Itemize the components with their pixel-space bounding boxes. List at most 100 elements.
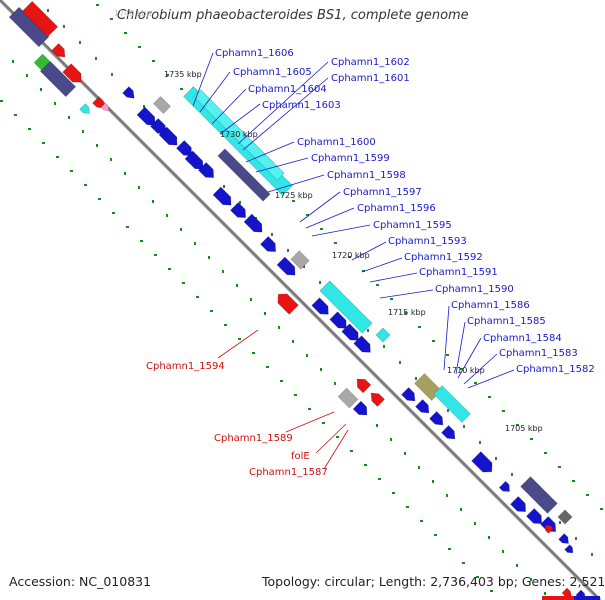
gene-arrow-blue[interactable] (441, 425, 459, 443)
gene-arrow-red[interactable] (92, 96, 108, 112)
gene-label[interactable]: Cphamn1_1598 (327, 170, 406, 181)
gene-label[interactable]: Cphamn1_1597 (343, 187, 422, 198)
gene-arrow-blue[interactable] (471, 451, 497, 477)
gene-feature-red[interactable] (21, 0, 59, 38)
gene-label[interactable]: folE (291, 451, 310, 462)
gene-arrow-red[interactable] (274, 290, 299, 315)
gc-dot (306, 354, 308, 357)
gene-arrow-blue[interactable] (558, 533, 572, 547)
gene-arrow-red[interactable] (62, 63, 86, 87)
gc-dot (0, 100, 3, 102)
gene-label[interactable]: Cphamn1_1585 (467, 316, 546, 327)
gene-feature-cyan[interactable] (375, 327, 391, 343)
gene-arrow-blue[interactable] (429, 411, 447, 429)
genome-summary-text: Topology: circular; Length: 2,736,403 bp… (262, 574, 605, 589)
gene-arrow-red[interactable] (543, 523, 554, 534)
gene-arrow-blue[interactable] (198, 162, 217, 181)
gc-dot (126, 226, 129, 228)
gene-feature-cyan[interactable] (319, 280, 373, 334)
gene-label[interactable]: Cphamn1_1600 (297, 137, 376, 148)
gene-arrow-blue[interactable] (329, 311, 351, 333)
gene-arrow-cyan[interactable] (79, 103, 93, 117)
gene-feature-cyan[interactable] (433, 385, 471, 423)
gene-feature-darkgray[interactable] (557, 509, 573, 525)
gene-label[interactable]: Cphamn1_1602 (331, 57, 410, 68)
gene-arrow-blue[interactable] (260, 236, 279, 255)
gc-dot (28, 128, 31, 130)
leader-line (237, 61, 329, 145)
label-leader-lines (192, 52, 515, 470)
gene-label[interactable]: Cphamn1_1594 (146, 361, 225, 372)
gene-arrow-blue[interactable] (276, 256, 299, 279)
gene-label[interactable]: Cphamn1_1603 (262, 100, 341, 111)
gene-arrow-blue[interactable] (176, 140, 195, 159)
gene-label[interactable]: Cphamn1_1596 (357, 203, 436, 214)
gc-dot (84, 184, 87, 186)
gc-dot (479, 441, 481, 444)
gene-label[interactable]: Cphamn1_1595 (373, 220, 452, 231)
gene-label[interactable]: Cphamn1_1593 (388, 236, 467, 247)
gene-label[interactable]: Cphamn1_1592 (404, 252, 483, 263)
gene-arrow-blue[interactable] (311, 297, 333, 319)
gene-arrow-pink[interactable] (100, 102, 111, 113)
gene-label[interactable]: Cphamn1_1583 (499, 348, 578, 359)
gene-arrow-blue[interactable] (212, 186, 235, 209)
gc-dot (98, 198, 101, 200)
gc-dot (334, 242, 337, 244)
gc-dot (292, 200, 295, 202)
gene-label[interactable]: Cphamn1_1605 (233, 67, 312, 78)
gene-arrow-blue[interactable] (352, 400, 371, 419)
gene-feature-navy[interactable] (217, 148, 271, 202)
gene-arrow-blue[interactable] (510, 496, 529, 515)
gene-label[interactable]: Cphamn1_1582 (516, 364, 595, 375)
gene-label[interactable]: Cphamn1_1589 (214, 433, 293, 444)
gene-feature-navy[interactable] (39, 60, 77, 98)
gc-dot (392, 492, 395, 494)
gc-dot (239, 201, 241, 204)
gc-dot (63, 25, 65, 28)
gene-arrow-blue[interactable] (353, 335, 375, 357)
gene-feature-gray[interactable] (337, 387, 359, 409)
gene-arrow-blue[interactable] (184, 150, 207, 173)
gene-arrow-blue[interactable] (564, 544, 576, 556)
gc-dot (42, 142, 45, 144)
gene-feature-gray[interactable] (290, 250, 310, 270)
gc-dot (530, 438, 533, 440)
gene-label[interactable]: Cphamn1_1599 (311, 153, 390, 164)
leader-line (305, 207, 355, 229)
gc-dot (292, 340, 294, 343)
leader-line (299, 191, 341, 223)
gene-label[interactable]: Cphamn1_1586 (451, 300, 530, 311)
gene-label[interactable]: Cphamn1_1601 (331, 73, 410, 84)
gene-arrow-blue[interactable] (498, 480, 512, 494)
gene-arrow-red[interactable] (353, 375, 372, 394)
gene-feature-cyan[interactable] (193, 89, 285, 181)
gene-label[interactable]: Cphamn1_1591 (419, 267, 498, 278)
gc-dot (47, 9, 49, 12)
gene-arrow-blue[interactable] (526, 508, 545, 527)
gene-arrow-blue[interactable] (122, 86, 138, 102)
gene-arrow-red[interactable] (368, 390, 385, 407)
gc-dot (367, 329, 369, 332)
gene-arrow-blue[interactable] (158, 126, 181, 149)
gene-label[interactable]: Cphamn1_1590 (435, 284, 514, 295)
gene-arrow-blue[interactable] (401, 387, 419, 405)
gene-arrow-blue[interactable] (243, 213, 266, 236)
gene-arrow-blue[interactable] (341, 323, 363, 345)
gc-dot (591, 553, 593, 556)
gene-arrow-blue[interactable] (136, 106, 159, 129)
gene-arrow-blue[interactable] (415, 399, 433, 417)
gene-arrow-blue[interactable] (230, 202, 249, 221)
gene-feature-navy[interactable] (520, 476, 558, 514)
gc-dot (222, 270, 224, 273)
gene-label[interactable]: Cphamn1_1606 (215, 48, 294, 59)
gene-label[interactable]: Cphamn1_1584 (483, 333, 562, 344)
gc-dot (56, 156, 59, 158)
gene-feature-blue[interactable] (574, 596, 600, 600)
gene-label[interactable]: Cphamn1_1587 (249, 467, 328, 478)
gene-arrow-red[interactable] (51, 43, 69, 61)
gene-feature-gray[interactable] (153, 96, 171, 114)
gene-labels-forward: Cphamn1_1606 Cphamn1_1605 Cphamn1_1604 C… (215, 48, 595, 375)
gene-feature-red[interactable] (542, 596, 600, 600)
gene-label[interactable]: Cphamn1_1604 (248, 84, 327, 95)
